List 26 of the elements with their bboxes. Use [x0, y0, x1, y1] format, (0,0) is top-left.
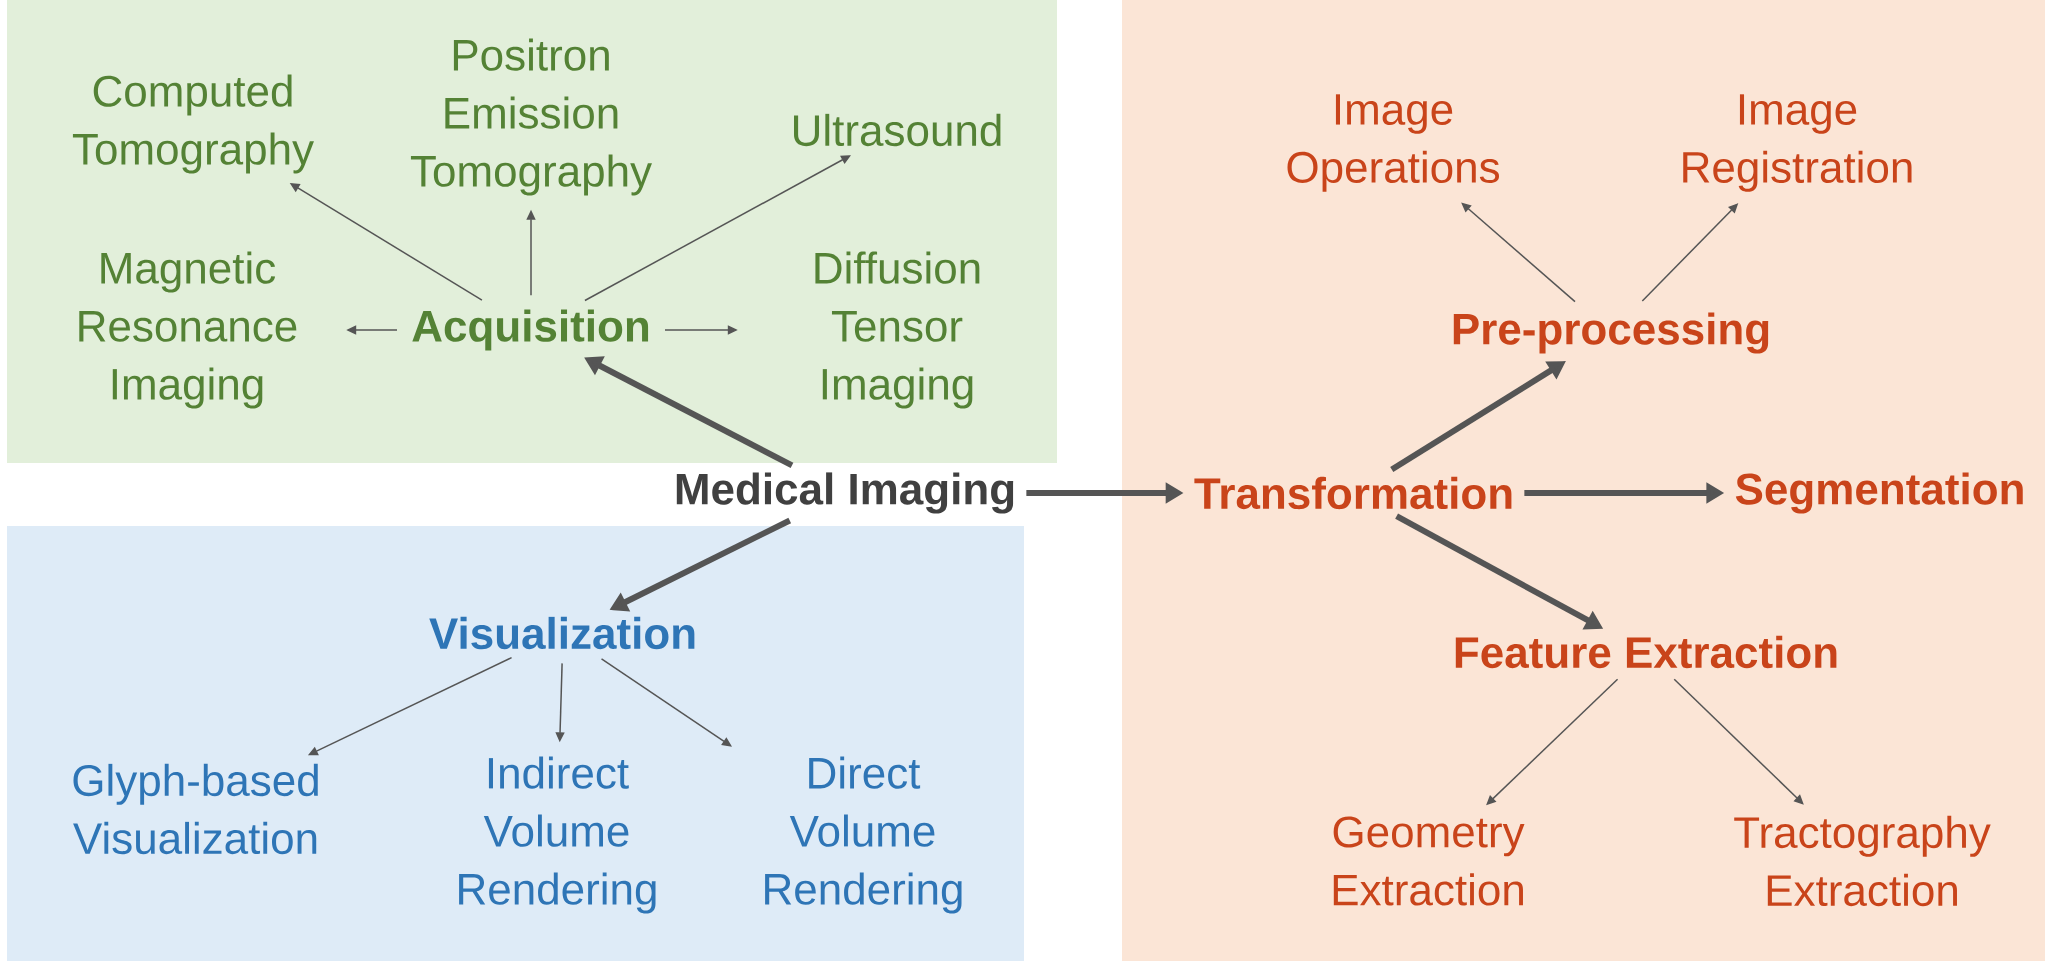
heading-label: Acquisition	[412, 309, 649, 351]
term-label: Magnetic Resonance Imaging	[79, 251, 297, 409]
heading-label: Segmentation	[1735, 472, 2023, 514]
term-label: Tractography Extraction	[1734, 815, 1991, 907]
heading-label: Visualization	[429, 616, 695, 650]
arrow	[1461, 202, 1576, 303]
term-label: Ultrasound	[794, 113, 1001, 147]
term-label: Image Operations	[1287, 94, 1499, 192]
arrow	[600, 658, 732, 747]
term-label: Diffusion Tensor Imaging	[815, 251, 980, 409]
term-label: Glyph-based Visualization	[73, 763, 318, 855]
arrow	[584, 155, 851, 302]
heading-label: Feature Extraction	[1455, 635, 1837, 669]
term-label: Positron Emission Tomography	[410, 38, 652, 196]
heading-label: Transformation	[1194, 476, 1512, 510]
term-label: Computed Tomography	[72, 74, 314, 174]
panel-background	[7, 0, 1057, 463]
term-label: Indirect Volume Rendering	[459, 756, 656, 914]
term-label: Geometry Extraction	[1333, 816, 1525, 906]
arrow	[1673, 678, 1804, 805]
panel-background	[1122, 0, 2045, 961]
heading-label: Medical Imaging	[676, 472, 1014, 514]
term-label: Direct Volume Rendering	[765, 756, 962, 914]
term-label: Image Registration	[1683, 94, 1912, 192]
heading-label: Pre-processing	[1453, 312, 1769, 354]
panel-background	[7, 526, 1024, 961]
